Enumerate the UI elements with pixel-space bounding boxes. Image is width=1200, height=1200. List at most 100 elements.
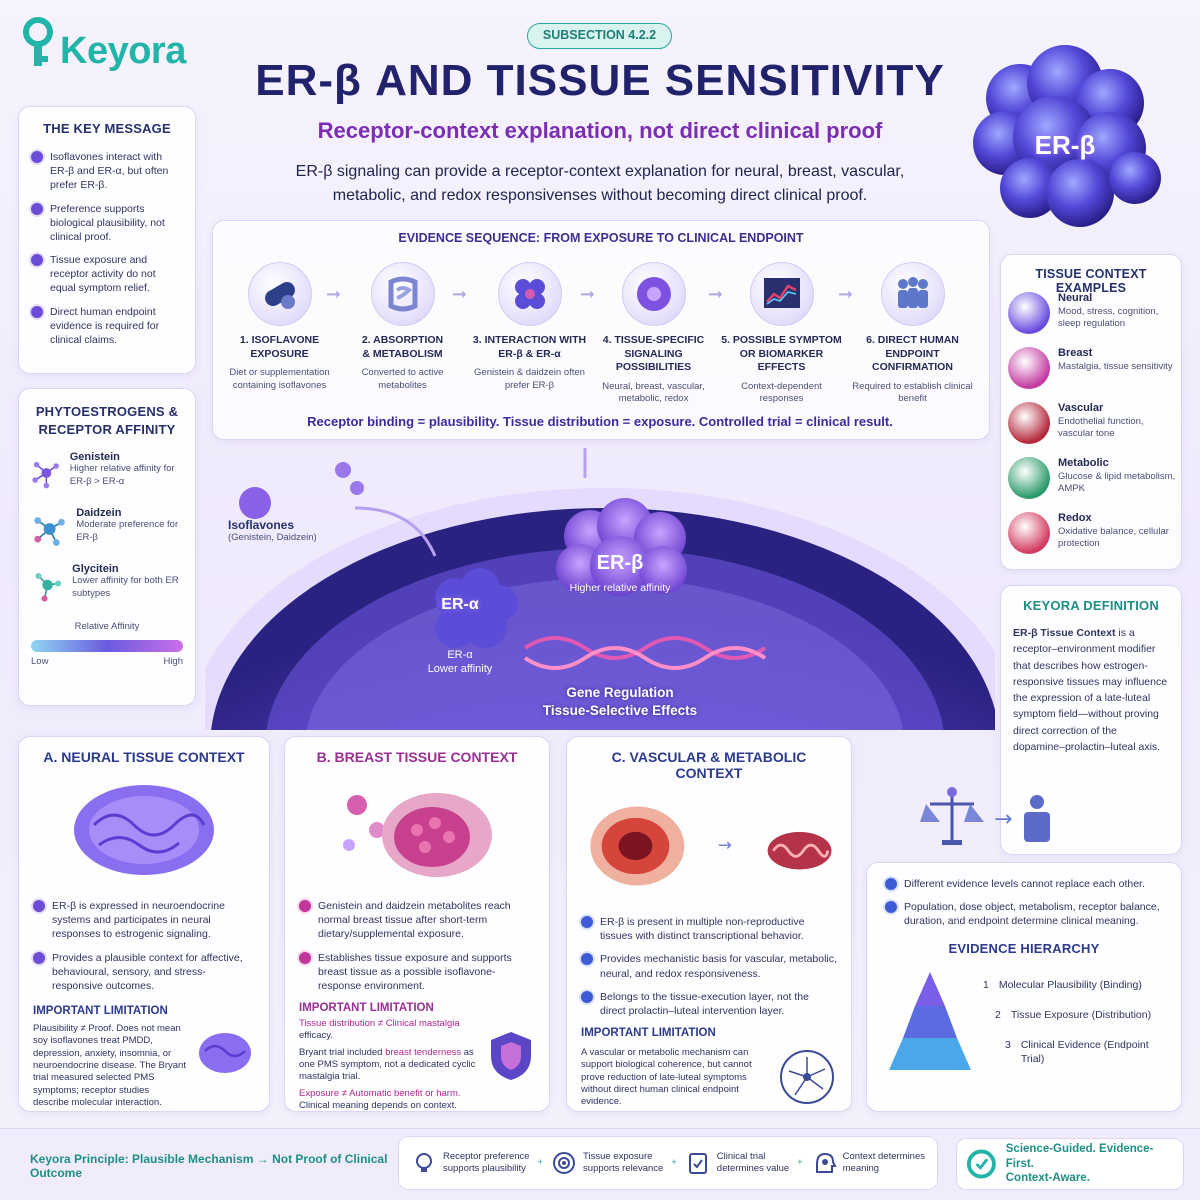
tissue-context-desc: Endothelial function, vascular tone [1058,416,1144,440]
vascular-bullet: Belongs to the tissue-execution layer, n… [600,990,809,1017]
gene-line-1: Gene Regulation [566,685,674,700]
key-message-title: THE KEY MESSAGE [43,121,171,136]
brain-illustration [33,775,255,885]
definition-body: ER-β Tissue Context is a receptor–enviro… [1013,625,1169,755]
step-title: 2. ABSORPTION& METABOLISM [340,334,465,361]
neural-limit-text: Plausibility ≠ Proof. Does not mean soy … [33,1023,186,1109]
arrow-right-icon: ➞ [580,284,596,304]
chart-trend-icon [749,262,814,326]
footer-item-line-1: Receptor preference [442,1150,530,1162]
clipboard-check-icon [688,1153,707,1174]
people-icon [880,262,945,326]
footer-item-line-2: determines value [716,1163,790,1174]
lightbulb-icon [415,1153,432,1172]
check-icon [33,951,45,964]
hierarchy-title: EVIDENCE HIERARCHY [948,940,1100,956]
breast-bullet: Genistein and daidzein metabolites reach… [318,900,511,941]
phyto-name: Genistein [69,451,120,464]
evidence-sequence-title: EVIDENCE SEQUENCE: FROM EXPOSURE TO CLIN… [398,231,804,245]
step-title-line-2: OR BIOMARKER EFFECTS [739,347,824,374]
breast-limit-1-text: Tissue distribution ≠ Clinical mastalgia [299,1018,460,1030]
affinity-scale-high: High [163,655,183,667]
tissue-context-name: Neural [1058,292,1093,304]
breast-title: B. BREAST TISSUE CONTEXT [316,749,518,765]
tissue-context-name: Redox [1058,512,1092,524]
footer-item-line-1: Clinical trial [716,1150,766,1162]
footer-item-line-1: Tissue exposure [583,1150,653,1162]
molecule-icon [35,573,62,602]
breast-limit-title: IMPORTANT LIMITATION [299,1002,434,1015]
neural-bullet: Provides a plausible context for affecti… [52,951,243,992]
check-icon [31,254,43,267]
vascular-illustration: → [581,791,837,901]
isoflavones-title: Isoflavones [228,518,295,532]
evidence-sequence-card: EVIDENCE SEQUENCE: FROM EXPOSURE TO CLIN… [212,220,990,440]
lead-line-2: metabolic, and redox responsivenses with… [332,187,868,204]
breast-limit-2a: Bryant trial included [299,1046,386,1058]
level-num: 2 [995,1008,1001,1021]
gene-regulation-label: Gene Regulation Tissue-Selective Effects [520,684,720,719]
step-title-line-1: 1. ISOFLAVONE [239,334,320,346]
balance-scale-illustration: → [912,782,1062,852]
check-icon [885,901,897,914]
sequence-summary: Receptor binding = plausibility. Tissue … [307,414,893,429]
hero-receptor-illustration: ER-β [950,28,1180,243]
step-desc: Context-dependent responses [741,380,822,405]
era-caption-line-1: ER-α [447,649,473,661]
sequence-step-2: 2. ABSORPTION& METABOLISM Converted to a… [340,262,465,392]
neural-bullet: ER-β is expressed in neuroendocrine syst… [52,900,225,941]
vascular-title: C. VASCULAR & METABOLIC CONTEXT [611,749,807,781]
gene-line-2: Tissue-Selective Effects [542,702,698,718]
tissue-context-name: Vascular [1058,402,1104,414]
step-desc: Neural, breast, vascular, metabolic, red… [602,380,705,405]
breast-limit-3b: Clinical meaning depends on context. [299,1100,457,1112]
check-icon [581,990,593,1003]
logo: Keyora [18,14,186,73]
page-title: ER-β AND TISSUE SENSITIVITY [255,56,945,105]
capsule-icon [247,262,312,326]
level-num: 3 [1005,1038,1011,1051]
key-message-item: Preference supports biological plausibil… [50,202,165,243]
phyto-desc: Moderate preference for ER-β [76,519,179,543]
footer-item-line-2: supports relevance [583,1163,664,1174]
footer-tagline-line-2: Context-Aware. [1005,1172,1090,1185]
level-label: Molecular Plausibility (Binding) [998,978,1142,991]
step-title-line-2: EXPOSURE [250,347,309,360]
step-desc: Diet or supplementation containing isofl… [229,367,330,391]
isoflavones-sub: (Genistein, Daidzein) [228,532,317,543]
erb-caption: Higher relative affinity [569,582,671,594]
era-caption-line-2: Lower affinity [427,663,493,676]
intestine-icon [370,262,435,326]
check-icon [885,878,897,890]
tissue-context-desc: Mastalgia, tissue sensitivity [1058,361,1173,372]
erb-label: ER-β [596,552,644,574]
tissue-context-desc: Oxidative balance, cellular protection [1058,526,1169,550]
step-title-line-1: 4. TISSUE-SPECIFIC [602,334,705,346]
vascular-tissue-icon [1008,402,1050,444]
step-title-line-2: ER-β & ER-α [498,347,561,360]
level-num: 1 [983,978,989,991]
vascular-bullet: ER-β is present in multiple non-reproduc… [600,916,805,943]
footer-item-line-1: Context determines [842,1150,925,1162]
step-desc: Required to establish clinical benefit [852,380,973,405]
brand-name: Keyora [60,30,186,72]
footer-tagline: Science-Guided. Evidence-First. Context-… [956,1138,1184,1190]
arrow-right-icon: ➞ [452,284,468,304]
